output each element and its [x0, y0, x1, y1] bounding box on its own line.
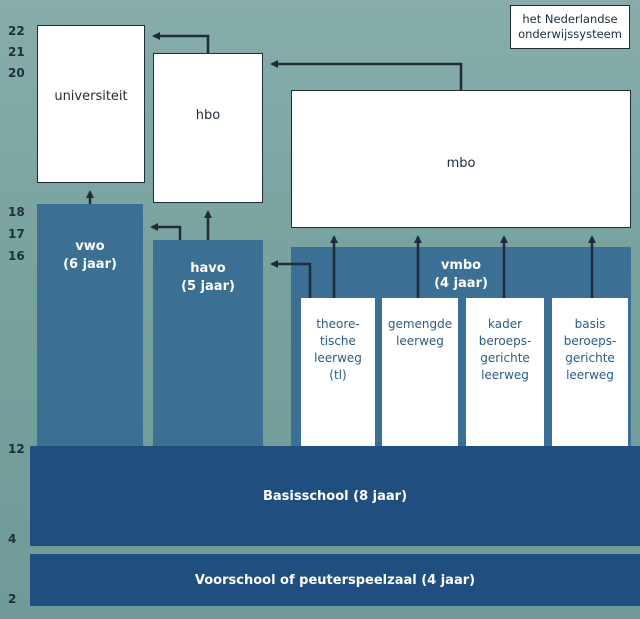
vwo-name: vwo [75, 239, 105, 254]
age-12: 12 [8, 442, 25, 456]
vwo-duration: (6 jaar) [63, 257, 117, 272]
vmbo-name: vmbo [440, 258, 482, 273]
track-line: gerichte [565, 351, 615, 365]
track-line: kader [487, 317, 523, 331]
havo-duration: (5 jaar) [181, 279, 235, 294]
track-line: theore- [316, 317, 360, 331]
havo-box: havo (5 jaar) [153, 240, 263, 448]
voorschool-label: Voorschool of peuterspeelzaal (4 jaar) [194, 572, 476, 588]
age-21: 21 [8, 45, 25, 59]
track-line: leerweg [396, 334, 444, 348]
age-20: 20 [8, 66, 25, 80]
track-line: (tl) [329, 368, 347, 382]
track-line: leerweg [314, 351, 362, 365]
arrow-tl-havo [270, 260, 312, 298]
universiteit-box: universiteit [37, 25, 145, 183]
track-gemengde-leerweg: gemengde leerweg [382, 298, 458, 446]
voorschool-box: Voorschool of peuterspeelzaal (4 jaar) [30, 554, 640, 606]
age-4: 4 [8, 532, 17, 546]
title-line-1: het Nederlandse [522, 12, 618, 26]
age-18: 18 [8, 205, 25, 219]
track-line: gemengde [387, 317, 453, 331]
vmbo-duration: (4 jaar) [434, 276, 488, 291]
track-line: tische [320, 334, 356, 348]
arrow-havo-vwo [150, 223, 182, 240]
track-line: leerweg [566, 368, 614, 382]
track-line: beroeps- [478, 334, 532, 348]
age-17: 17 [8, 227, 25, 241]
track-line: basis [574, 317, 606, 331]
title-line-2: onderwijssysteem [518, 27, 622, 41]
arrow-hbo-universiteit [152, 32, 210, 53]
track-kader-beroepsgerichte-leerweg: kader beroeps- gerichte leerweg [466, 298, 544, 446]
arrow-mbo-hbo [270, 60, 463, 90]
track-theoretische-leerweg: theore- tische leerweg (tl) [301, 298, 375, 446]
diagram-title: het Nederlandse onderwijssysteem [510, 5, 630, 49]
age-2: 2 [8, 592, 17, 606]
basisschool-box: Basisschool (8 jaar) [30, 446, 640, 546]
havo-name: havo [190, 261, 226, 276]
age-22: 22 [8, 24, 25, 38]
mbo-box: mbo [291, 90, 631, 228]
universiteit-label: universiteit [54, 89, 128, 104]
track-line: gerichte [480, 351, 530, 365]
hbo-box: hbo [153, 53, 263, 203]
hbo-label: hbo [195, 108, 221, 123]
track-basis-beroepsgerichte-leerweg: basis beroeps- gerichte leerweg [552, 298, 628, 446]
track-line: beroeps- [563, 334, 617, 348]
mbo-label: mbo [446, 156, 476, 171]
track-line: leerweg [481, 368, 529, 382]
basisschool-label: Basisschool (8 jaar) [262, 488, 408, 504]
age-16: 16 [8, 249, 25, 263]
vwo-box: vwo (6 jaar) [37, 204, 143, 448]
